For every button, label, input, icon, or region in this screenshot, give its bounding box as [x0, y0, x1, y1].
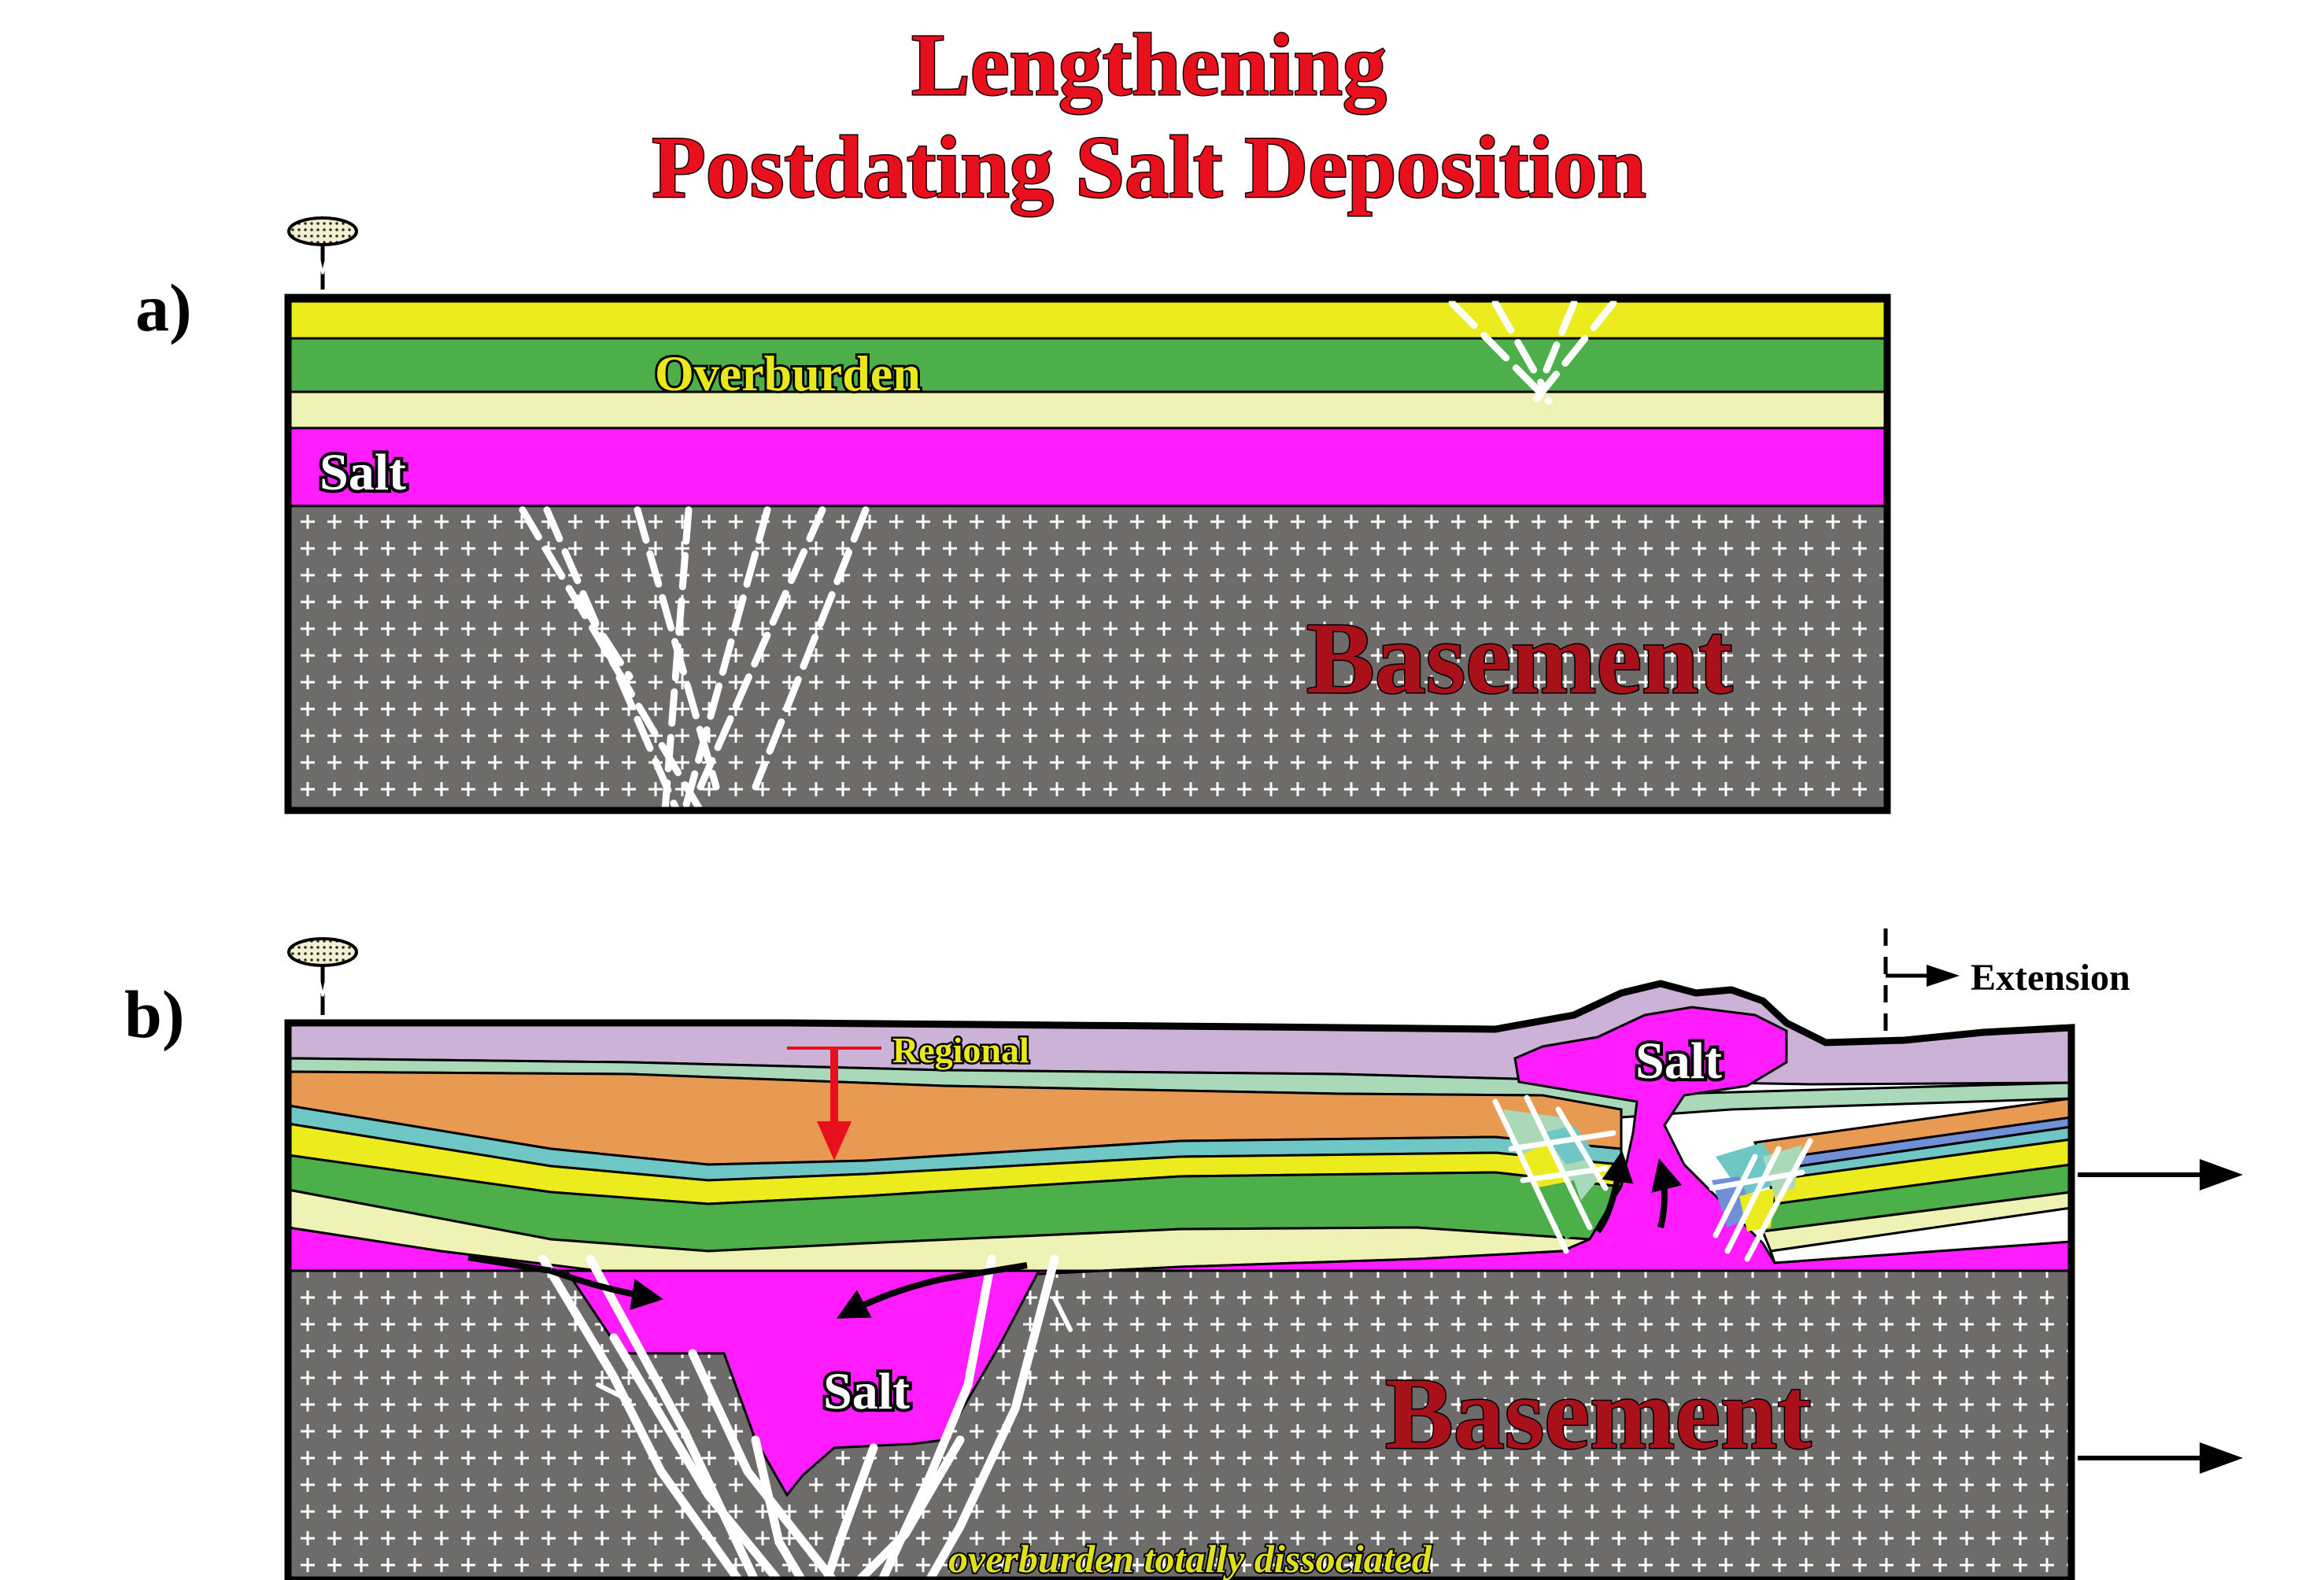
panel-a-basement	[288, 506, 1887, 810]
well-icon	[287, 937, 358, 1015]
regional-label: Regional	[892, 1030, 1029, 1070]
panel-a-overburden-yellow	[286, 300, 1889, 340]
well-icon	[287, 216, 358, 290]
panel-b-letter: b)	[124, 976, 184, 1052]
panel-a-overburden-faults	[1448, 299, 1617, 405]
panel-a-basement-faults	[519, 506, 870, 810]
panel-a-overburden-pale	[286, 390, 1889, 430]
panel-b-section	[284, 980, 2075, 1580]
title-line-1: Lengthening	[911, 17, 1387, 114]
panel-b-regional-marker	[787, 1047, 881, 1161]
panel-b-salt-body	[286, 1006, 2073, 1292]
panel-a-overburden-label: Overburden	[655, 345, 921, 401]
panel-b-basement-label: Basement	[1385, 1357, 1812, 1471]
panel-a-overburden-green	[286, 337, 1889, 393]
extension-arrows	[2078, 1159, 2243, 1474]
panel-b-salt-graben	[564, 1269, 1041, 1497]
panel-b-salt-flow-arrows	[467, 1150, 1683, 1319]
panel-a-salt-label: Salt	[320, 444, 406, 501]
panel-a-section	[284, 293, 1891, 814]
extension-label: Extension	[1971, 957, 2130, 999]
panel-a-letter: a)	[135, 270, 192, 345]
extension-marker	[1883, 928, 1960, 1035]
panel-b-diapir-salt-label: Salt	[1635, 1032, 1722, 1090]
panel-a-basement-label: Basement	[1306, 602, 1733, 715]
panel-a-salt-layer	[286, 426, 1889, 508]
panel-b-graben-salt-label: Salt	[823, 1363, 910, 1420]
panel-b-diapir-fault-blocks	[1492, 1095, 1813, 1262]
panel-b-basement-faults	[538, 1254, 1073, 1580]
title-line-2: Postdating Salt Deposition	[652, 119, 1646, 216]
dissociation-note: overburden totally dissociated	[948, 1537, 1432, 1580]
